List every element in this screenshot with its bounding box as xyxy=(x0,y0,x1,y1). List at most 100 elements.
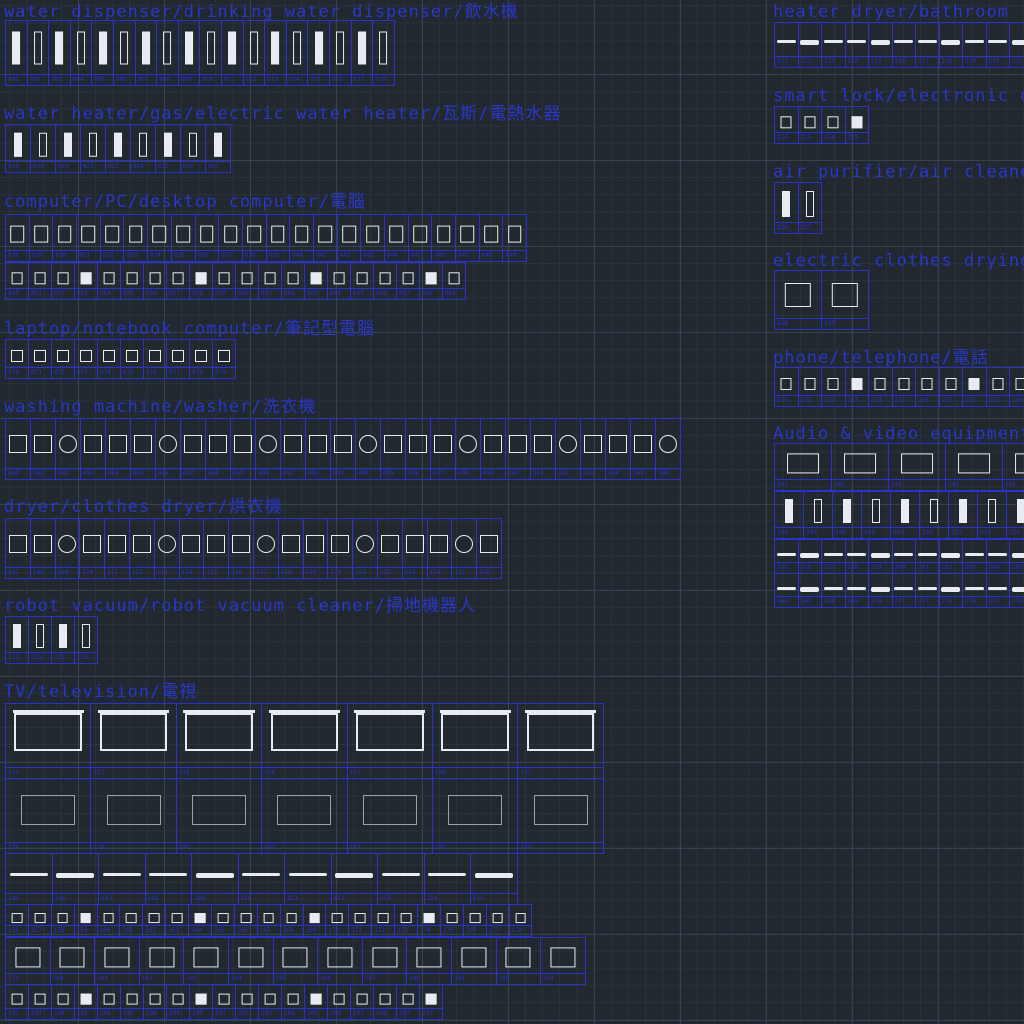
cad-block-cell[interactable]: 208 xyxy=(373,984,397,1020)
cad-block-cell[interactable]: 071 xyxy=(28,339,52,379)
cad-block-cell[interactable]: 222 xyxy=(774,106,799,144)
cad-block-cell[interactable]: 041 xyxy=(312,214,338,262)
cad-block-cell[interactable]: 150 xyxy=(237,853,285,905)
cad-block-cell[interactable]: 039 xyxy=(265,214,291,262)
cad-block-cell[interactable]: 058 xyxy=(189,262,213,300)
cad-block-cell[interactable]: 223 xyxy=(797,106,822,144)
cad-block-cell[interactable]: 023 xyxy=(105,124,131,173)
cad-block-cell[interactable]: 217 xyxy=(915,22,940,68)
cad-block-cell[interactable]: 187 xyxy=(361,937,408,985)
cad-block-cell[interactable]: 111 xyxy=(104,518,130,579)
cad-block-cell[interactable]: 275 xyxy=(985,573,1010,608)
cad-block-cell[interactable]: 013 xyxy=(264,20,287,86)
cad-block-cell[interactable]: 145 xyxy=(5,853,53,905)
cad-block-cell[interactable]: 052 xyxy=(51,262,75,300)
cad-block-cell[interactable]: 218 xyxy=(938,22,963,68)
cad-block-cell[interactable]: 238 xyxy=(962,367,987,407)
cad-block-cell[interactable]: 215 xyxy=(868,22,893,68)
cad-block-cell[interactable]: 065 xyxy=(350,262,374,300)
cad-block-cell[interactable]: 112 xyxy=(128,518,155,579)
cad-block-cell[interactable]: 152 xyxy=(330,853,378,905)
cad-block-cell[interactable]: 237 xyxy=(938,367,963,407)
cad-block-cell[interactable]: 002 xyxy=(26,20,50,86)
cad-block-cell[interactable]: 138 xyxy=(5,778,92,854)
cad-block-cell[interactable]: 193 xyxy=(28,984,52,1020)
cad-block-cell[interactable]: 137 xyxy=(517,703,604,779)
cad-block-cell[interactable]: 264 xyxy=(985,539,1010,574)
cad-block-cell[interactable]: 224 xyxy=(821,106,846,144)
cad-block-cell[interactable]: 078 xyxy=(189,339,213,379)
cad-block-cell[interactable]: 095 xyxy=(380,418,406,480)
cad-block-cell[interactable]: 162 xyxy=(142,904,167,937)
cad-block-cell[interactable]: 119 xyxy=(302,518,329,579)
cad-block-cell[interactable]: 043 xyxy=(360,214,385,262)
cad-block-cell[interactable]: 170 xyxy=(325,904,350,937)
cad-block-cell[interactable]: 154 xyxy=(423,853,471,905)
cad-block-cell[interactable]: 025 xyxy=(155,124,181,173)
cad-block-cell[interactable]: 126 xyxy=(476,518,502,579)
cad-block-cell[interactable]: 254 xyxy=(1006,491,1024,539)
cad-block-cell[interactable]: 132 xyxy=(90,703,177,779)
cad-block-cell[interactable]: 069 xyxy=(442,262,466,300)
cad-block-cell[interactable]: 161 xyxy=(119,904,144,937)
cad-block-cell[interactable]: 048 xyxy=(478,214,504,262)
cad-block-cell[interactable]: 047 xyxy=(455,214,480,262)
cad-block-cell[interactable]: 036 xyxy=(194,214,220,262)
cad-block-cell[interactable]: 158 xyxy=(50,904,75,937)
cad-block-cell[interactable]: 272 xyxy=(915,573,940,608)
cad-block-cell[interactable]: 262 xyxy=(938,539,963,574)
cad-block-cell[interactable]: 115 xyxy=(203,518,230,579)
cad-block-cell[interactable]: 201 xyxy=(212,984,236,1020)
cad-block-cell[interactable]: 022 xyxy=(80,124,106,173)
cad-block-cell[interactable]: 156 xyxy=(5,904,29,937)
cad-block-cell[interactable]: 143 xyxy=(431,778,519,854)
cad-block-cell[interactable]: 192 xyxy=(5,984,29,1020)
cad-block-cell[interactable]: 182 xyxy=(138,937,185,985)
cad-block-cell[interactable]: 248 xyxy=(832,491,862,539)
cad-block-cell[interactable]: 196 xyxy=(97,984,121,1020)
cad-block-cell[interactable]: 220 xyxy=(985,22,1010,68)
cad-block-cell[interactable]: 014 xyxy=(285,20,309,86)
cad-block-cell[interactable]: 149 xyxy=(191,853,239,905)
cad-block-cell[interactable]: 232 xyxy=(821,367,846,407)
cad-block-cell[interactable]: 038 xyxy=(241,214,267,262)
cad-block-cell[interactable]: 034 xyxy=(147,214,172,262)
cad-block-cell[interactable]: 151 xyxy=(284,853,332,905)
cad-block-cell[interactable]: 044 xyxy=(384,214,409,262)
cad-block-cell[interactable]: 074 xyxy=(97,339,121,379)
cad-block-cell[interactable]: 267 xyxy=(797,573,822,608)
cad-block-cell[interactable]: 173 xyxy=(394,904,419,937)
cad-block-cell[interactable]: 263 xyxy=(962,539,987,574)
cad-block-cell[interactable]: 160 xyxy=(96,904,121,937)
cad-block-cell[interactable]: 027 xyxy=(205,124,231,173)
cad-block-cell[interactable]: 075 xyxy=(120,339,144,379)
cad-block-cell[interactable]: 189 xyxy=(450,937,497,985)
cad-block-cell[interactable]: 125 xyxy=(451,518,478,579)
cad-block-cell[interactable]: 094 xyxy=(355,418,381,480)
cad-block-cell[interactable]: 110 xyxy=(79,518,106,579)
cad-block-cell[interactable]: 123 xyxy=(401,518,428,579)
cad-block-cell[interactable]: 230 xyxy=(774,367,799,407)
cad-block-cell[interactable]: 273 xyxy=(938,573,963,608)
cad-block-cell[interactable]: 011 xyxy=(220,20,244,86)
cad-block-cell[interactable]: 081 xyxy=(30,418,56,480)
cad-block-cell[interactable]: 234 xyxy=(868,367,893,407)
cad-block-cell[interactable]: 117 xyxy=(252,518,279,579)
cad-block-cell[interactable]: 070 xyxy=(5,339,29,379)
cad-block-cell[interactable]: 225 xyxy=(844,106,869,144)
cad-block-cell[interactable]: 197 xyxy=(120,984,144,1020)
cad-block-cell[interactable]: 102 xyxy=(555,418,581,480)
cad-block-cell[interactable]: 191 xyxy=(540,937,586,985)
cad-block-cell[interactable]: 212 xyxy=(797,22,822,68)
cad-block-cell[interactable]: 245 xyxy=(1002,443,1024,491)
cad-block-cell[interactable]: 090 xyxy=(255,418,281,480)
cad-block-cell[interactable]: 020 xyxy=(30,124,56,173)
cad-block-cell[interactable]: 169 xyxy=(302,904,327,937)
cad-block-cell[interactable]: 167 xyxy=(256,904,281,937)
cad-block-cell[interactable]: 242 xyxy=(831,443,889,491)
cad-block-cell[interactable]: 271 xyxy=(891,573,916,608)
cad-block-cell[interactable]: 198 xyxy=(143,984,167,1020)
cad-block-cell[interactable]: 148 xyxy=(144,853,192,905)
cad-block-cell[interactable]: 177 xyxy=(485,904,510,937)
cad-block-cell[interactable]: 128 xyxy=(28,616,52,664)
